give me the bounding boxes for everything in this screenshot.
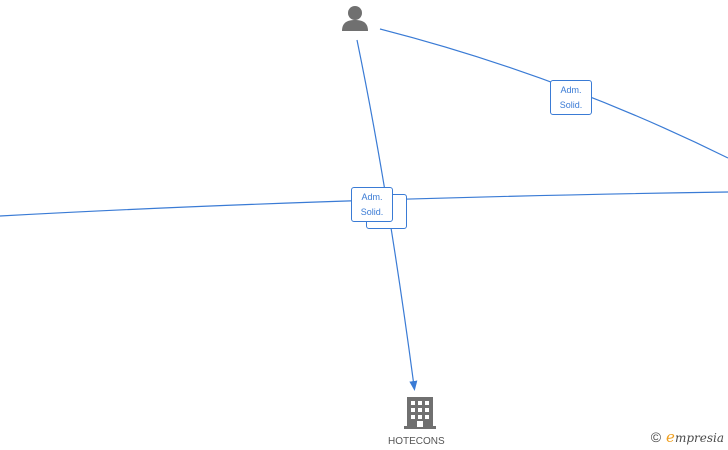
person-icon[interactable]: [342, 6, 368, 31]
edge-label-line-1: Adm.: [361, 192, 383, 202]
company-label[interactable]: HOTECONS: [388, 436, 445, 447]
edge-label-line-2: Solid.: [559, 100, 583, 110]
building-icon[interactable]: [404, 397, 436, 429]
edge-label-person-right[interactable]: Adm. Solid.: [550, 80, 592, 115]
edge-label-person-company[interactable]: Adm. Solid.: [351, 187, 393, 222]
brand-logo-e: e: [666, 428, 675, 446]
edge-left-to-right: [0, 191, 728, 217]
brand-name: mpresia: [674, 431, 724, 445]
copyright-symbol: ©: [650, 429, 662, 445]
edge-label-line-1: Adm.: [560, 85, 582, 95]
empresia-watermark: ©empresia: [651, 428, 724, 446]
edge-label-line-2: Solid.: [360, 207, 384, 217]
